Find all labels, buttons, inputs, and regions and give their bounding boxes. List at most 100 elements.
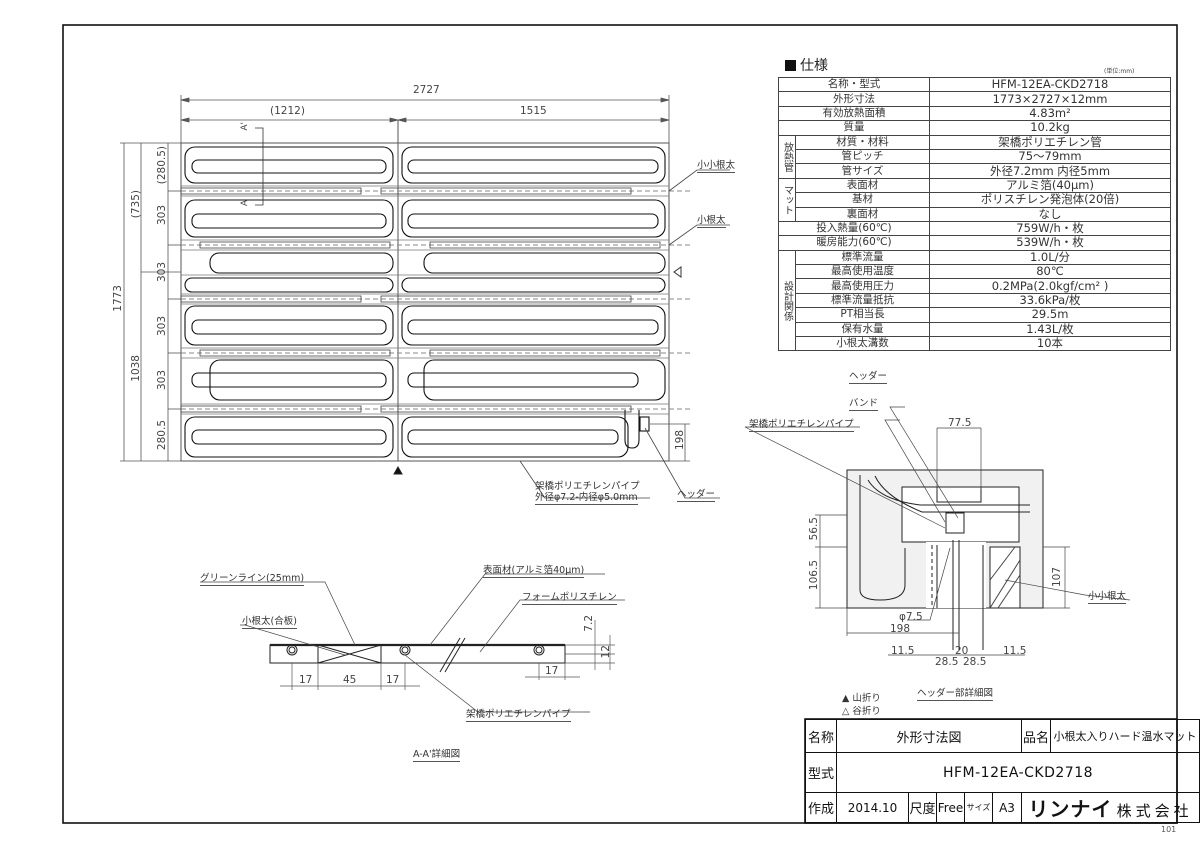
dim-17c: 17 xyxy=(545,665,559,677)
header-box xyxy=(639,416,650,432)
spec-value: 0.2MPa(2.0kgf/cm² ) xyxy=(929,278,1171,294)
spec-group: マット xyxy=(778,177,796,222)
spec-label: 外形寸法 xyxy=(778,91,930,107)
legend-mountain-fold: ▲ 山折り xyxy=(842,693,881,704)
section-mark-top: A' xyxy=(240,122,250,131)
spec-label: 最高使用温度 xyxy=(795,264,930,280)
dim-17a: 17 xyxy=(299,674,313,686)
spec-row: 投入熱量(60℃)759W/h・枚 xyxy=(778,220,1171,237)
section-view-title: A-A'詳細図 xyxy=(413,746,461,762)
header-offset-dimension xyxy=(650,423,690,462)
spec-value: ポリスチレン発泡体(20倍) xyxy=(929,192,1171,208)
label-header-detail-header: ヘッダー xyxy=(849,368,888,384)
row-boundaries xyxy=(181,185,669,415)
dim-left-width: (1212) xyxy=(270,105,305,117)
spec-value: 75〜79mm xyxy=(929,148,1171,165)
spec-title-text: 仕様 xyxy=(800,58,828,74)
spec-label: 標準流量抵抗 xyxy=(795,292,930,309)
spec-label: 裏面材 xyxy=(795,206,930,222)
spec-value: HFM-12EA-CKD2718 xyxy=(929,76,1171,93)
mountain-fold-marker xyxy=(393,465,403,475)
dim-lower-height: 1038 xyxy=(130,355,142,382)
title-size-value: A3 xyxy=(992,792,1022,823)
spec-label: 管サイズ xyxy=(795,163,930,179)
spec-value: アルミ箔(40μm) xyxy=(929,177,1171,194)
dim-107: 107 xyxy=(1051,567,1063,588)
spec-value: 759W/h・枚 xyxy=(929,220,1171,237)
dim-upper-height: (735) xyxy=(130,190,142,219)
spec-label: 表面材 xyxy=(795,177,930,194)
dim-right-width: 1515 xyxy=(520,105,547,117)
dim-17b: 17 xyxy=(386,674,400,686)
dim-phi-7-5: φ7.5 xyxy=(899,611,923,623)
label-small-small-joist: 小小根太 xyxy=(697,157,736,173)
title-scale-label: 尺度 xyxy=(908,792,937,823)
pipe-loops-left xyxy=(184,146,394,458)
plan-view xyxy=(120,95,730,499)
dim-7-2: 7.2 xyxy=(583,615,595,632)
spec-label: 質量 xyxy=(778,120,930,136)
spec-label: 管ピッチ xyxy=(795,148,930,165)
dim-row-5: 303 xyxy=(156,370,168,391)
label-green-line: グリーンライン(25mm) xyxy=(200,570,305,586)
dim-header-offset: 198 xyxy=(674,430,686,451)
spec-group: 設計関係 xyxy=(778,249,796,352)
label-pipe-line1: 架橋ポリエチレンパイプ xyxy=(535,481,640,492)
spec-label: PT相当長 xyxy=(795,307,930,323)
title-created-value: 2014.10 xyxy=(836,792,909,823)
spec-value: 33.6kPa/枚 xyxy=(929,292,1171,309)
dim-row-1: (280.5) xyxy=(156,146,168,185)
title-company: リンナイ 株式会社 xyxy=(1021,792,1200,823)
spec-label: 標準流量 xyxy=(795,249,930,266)
title-model-value: HFM-12EA-CKD2718 xyxy=(836,752,1200,793)
spec-group: 放熱管 xyxy=(778,134,796,179)
valley-fold-marker xyxy=(673,266,682,278)
label-header: ヘッダー xyxy=(677,486,716,502)
joist-lines xyxy=(181,190,690,410)
dim-11-5b: 11.5 xyxy=(1003,645,1027,657)
spec-label: 有効放熱面積 xyxy=(778,105,930,122)
label-pipe-line2: 外径φ7.2-内径φ5.0mm xyxy=(535,489,638,505)
spec-label: 暖房能力(60℃) xyxy=(778,235,930,251)
pipe-loops-right xyxy=(401,146,666,458)
spec-label: 基材 xyxy=(795,192,930,208)
dim-56-5: 56.5 xyxy=(808,517,820,541)
spec-label: 材質・材料 xyxy=(795,134,930,150)
spec-row: 裏面材なし xyxy=(779,206,1171,222)
dim-11-5a: 11.5 xyxy=(891,645,915,657)
spec-label: 小根太溝数 xyxy=(795,336,930,352)
title-size-label: サイズ xyxy=(964,792,993,823)
spec-label: 最高使用圧力 xyxy=(795,278,930,294)
spec-title: 仕様 xyxy=(785,55,828,75)
dim-total-width: 2727 xyxy=(413,84,440,96)
dim-28-5b: 28.5 xyxy=(963,656,987,668)
plan-leaders xyxy=(519,169,730,499)
dim-20: 20 xyxy=(955,645,969,657)
dim-row-2: 303 xyxy=(156,205,168,226)
joist-slots xyxy=(180,187,661,413)
title-model-label: 型式 xyxy=(805,752,837,793)
title-product-label: 品名 xyxy=(1021,719,1051,753)
label-band: バンド xyxy=(849,395,878,411)
spec-value: 10本 xyxy=(929,336,1171,352)
legend-valley-fold: △ 谷折り xyxy=(842,706,881,717)
title-scale-value: Free xyxy=(936,792,965,823)
dim-106-5: 106.5 xyxy=(808,560,820,591)
header-detail-title: ヘッダー部詳細図 xyxy=(917,685,994,701)
dim-12: 12 xyxy=(600,645,612,659)
top-dimensions xyxy=(180,95,670,143)
label-section-pipe: 架橋ポリエチレンパイプ xyxy=(466,706,571,722)
label-foam: フォームポリスチレン xyxy=(522,589,617,605)
dim-row-4: 303 xyxy=(156,316,168,337)
title-name-value: 外形寸法図 xyxy=(836,719,1022,753)
label-header-detail-joist: 小小根太 xyxy=(1088,588,1127,604)
header-detail-view xyxy=(744,406,1131,656)
